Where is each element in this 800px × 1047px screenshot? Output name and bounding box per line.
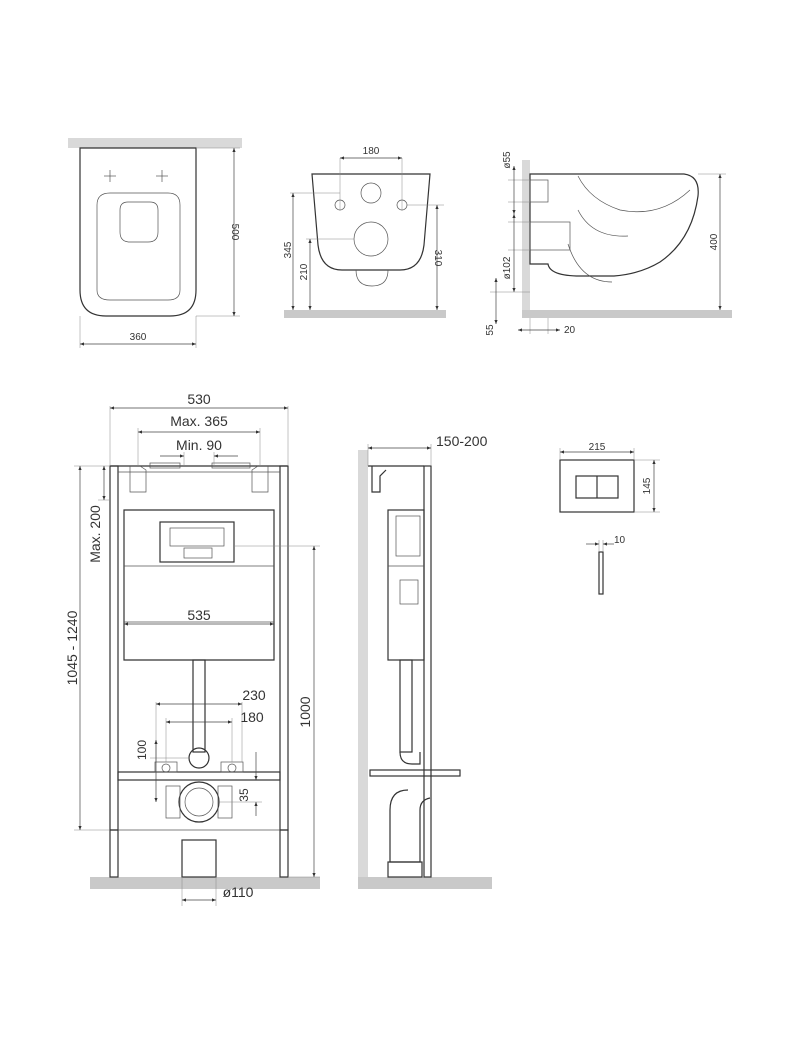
outlet-curve	[567, 243, 613, 283]
toilet-height-label: 500	[229, 224, 240, 241]
overall-width-label: 530	[187, 391, 211, 407]
frame-upright-side	[423, 465, 432, 878]
toilet-side-view: ø55 ø102 400 55 20	[485, 151, 732, 336]
toilet-width-label: 360	[130, 332, 147, 343]
wall-strip	[358, 450, 368, 877]
inlet-hole	[360, 182, 382, 204]
inlet-connector	[188, 747, 210, 769]
cistern-body	[123, 509, 275, 661]
adjust-range-label: Max. 200	[87, 505, 103, 563]
total-height-label: 345	[283, 241, 294, 258]
bolt-crossbar	[117, 771, 281, 781]
min-width-label: Min. 90	[176, 437, 222, 453]
water-surface	[119, 201, 159, 243]
frame-upright-right	[279, 465, 289, 831]
wall-bracket-right	[251, 465, 269, 493]
floor-strip	[90, 877, 320, 889]
outlet-spigot	[529, 221, 571, 251]
max-width-label: Max. 365	[170, 413, 228, 429]
frame-side-view: 150-200	[358, 433, 492, 889]
wall-bracket-left	[129, 465, 147, 493]
frame-leg-right	[279, 829, 289, 878]
wall-offset-label: 20	[564, 325, 576, 336]
frame-upright-left	[109, 465, 119, 831]
plate-height-label: 145	[642, 477, 653, 494]
floor-strip	[284, 310, 446, 318]
toilet-rear-outline	[311, 173, 431, 271]
hole-spacing-label: 180	[363, 146, 380, 157]
frame-height-label: 1000	[297, 696, 313, 727]
drain-diameter-label: ø110	[223, 884, 254, 900]
plate-profile	[598, 551, 604, 595]
top-clip-left	[149, 462, 181, 469]
fixing-mark	[104, 170, 168, 182]
bowl-opening	[96, 192, 181, 301]
toilet-profile	[529, 173, 699, 277]
outlet-height-label: 210	[299, 263, 310, 280]
outlet-offset-label: 35	[237, 788, 251, 802]
height-range-label: 1045 - 1240	[64, 610, 80, 685]
plate-width-label: 215	[589, 442, 606, 453]
bolt-spacing-outer-label: 230	[242, 687, 266, 703]
bowl-height-label: 400	[709, 233, 720, 250]
floor-offset-label: 55	[485, 324, 496, 336]
flush-mechanism	[169, 527, 225, 547]
bolt-spacing-inner-label: 180	[240, 709, 264, 725]
flush-pipe	[192, 659, 206, 753]
toilet-top-view: 500 360	[68, 138, 242, 348]
flush-valve-box	[159, 521, 235, 563]
inlet-height-label: 100	[135, 740, 149, 760]
inlet-spigot	[529, 179, 549, 203]
wall-strip	[68, 138, 242, 148]
frame-front-view: 530 Max. 365 Min. 90 1045 - 1240 Max. 20…	[64, 391, 320, 906]
frame-leg-left	[109, 829, 119, 878]
floor-strip	[522, 310, 732, 318]
depth-range-label: 150-200	[436, 433, 488, 449]
outlet-diameter-label: ø102	[502, 256, 513, 279]
flush-pipe-side	[399, 659, 413, 753]
toilet-outline	[79, 147, 197, 317]
wall-anchor	[368, 465, 424, 493]
outlet-hole	[353, 221, 389, 257]
tank-width-label: 535	[187, 607, 211, 623]
trap-curve	[577, 209, 629, 237]
cistern-side	[387, 509, 425, 661]
inlet-diameter-label: ø55	[502, 151, 513, 169]
flush-plate-body	[559, 459, 635, 513]
toilet-front-view: 180 345 210 310	[283, 146, 446, 318]
top-clip-right	[211, 462, 251, 469]
wall-strip	[522, 160, 530, 310]
bowl-curve	[577, 175, 691, 213]
plate-thickness-label: 10	[614, 535, 626, 546]
drain-pipe	[181, 839, 217, 878]
bolt-rod-side	[369, 769, 461, 777]
outlet-spigot	[355, 269, 389, 287]
flush-plate: 215 145 10	[559, 442, 660, 595]
floor-strip	[358, 877, 492, 889]
fixing-height-label: 310	[432, 250, 443, 267]
